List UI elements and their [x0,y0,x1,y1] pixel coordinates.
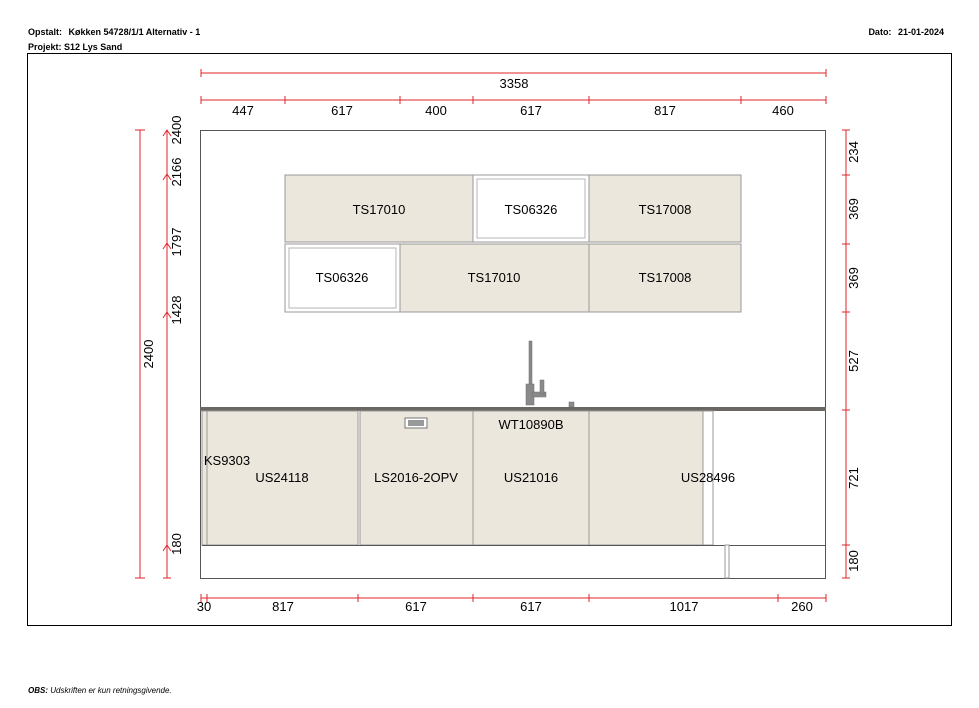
dim-right-3: 369 [846,267,861,289]
base-cabinet-4 [588,410,704,546]
opstalt-header: Opstalt: Køkken 54728/1/1 Alternativ - 1 [28,27,200,37]
dim-bottom-6: 260 [791,599,813,614]
base-label-2: LS2016-2OPV [374,470,458,485]
dim-right-5: 721 [846,467,861,489]
dim-right-1: 234 [846,141,861,163]
dim-bottom-1: 30 [197,599,211,614]
wall-cabinet-4-inner [288,247,397,309]
dato-label: Dato: [868,27,892,37]
wall-cabinets [284,174,742,313]
dishwasher-panel-inner [408,420,424,426]
dim-top-5: 817 [654,103,676,118]
projekt-label: Projekt: [28,42,62,52]
base-label-4: US28496 [681,470,735,485]
opstalt-label: Opstalt: [28,27,63,37]
wall-cabinet-1-label: TS17010 [353,202,406,217]
plinth-end [724,544,730,579]
dimension-lines [135,69,850,602]
dim-left-1428: 1428 [169,296,184,325]
dim-right-2: 369 [846,198,861,220]
obs-text: Udskriften er kun retningsgivende. [50,686,172,695]
dim-right-4: 527 [846,350,861,372]
dim-bottom-5: 1017 [670,599,699,614]
dim-right-6: 180 [846,550,861,572]
wall-cabinet-6-label: TS17008 [639,270,692,285]
dim-top-3: 400 [425,103,447,118]
base-label-1: US24118 [255,470,308,485]
dim-top-6: 460 [772,103,794,118]
dim-bottom-3: 617 [405,599,427,614]
dim-bottom-4: 617 [520,599,542,614]
faucet-icon [525,340,575,408]
base-cabinet-1 [206,410,359,546]
projekt-value: S12 Lys Sand [64,42,123,52]
obs-note: OBS: Udskriften er kun retningsgivende. [28,686,172,695]
wall-cabinet-2-inner [476,178,586,239]
dato-value: 21-01-2024 [897,27,944,37]
worktop [200,407,826,411]
sink-label: WT10890B [498,417,563,432]
projekt-header: Projekt: S12 Lys Sand [28,42,122,52]
base-cabinet-3 [472,410,590,546]
base-filler-left [201,410,208,546]
base-cabinets [201,410,826,579]
wall-cabinet-2 [472,174,590,243]
dim-total-width: 3358 [500,76,529,91]
wall-cabinet-2-label: TS06326 [505,202,558,217]
dim-top-4: 617 [520,103,542,118]
obs-label: OBS: [28,686,48,695]
wall-cabinet-5-label: TS17010 [468,270,521,285]
drawing-frame [27,53,952,626]
dim-top-1: 447 [232,103,254,118]
dato-header: Dato: 21-01-2024 [868,27,944,37]
base-label-3: US21016 [504,470,558,485]
dim-top-2: 617 [331,103,353,118]
wall-cabinet-4-label: TS06326 [316,270,369,285]
dim-left-2166: 2166 [169,158,184,187]
wall-cabinet-5 [399,243,590,313]
opstalt-value: Køkken 54728/1/1 Alternativ - 1 [68,27,201,37]
base-label-ks9303: KS9303 [204,453,250,468]
dim-bottom-2: 817 [272,599,294,614]
base-cabinet-2 [359,410,474,546]
dim-left-2400: 2400 [169,116,184,145]
wall-cabinet-6 [588,243,742,313]
wall-cabinet-3-label: TS17008 [639,202,692,217]
wall-cabinet-3 [588,174,742,243]
dim-left-1797: 1797 [169,228,184,257]
dim-left-total: 2400 [141,340,156,369]
wall-cabinet-4 [284,243,401,313]
dim-left-180: 180 [169,533,184,555]
